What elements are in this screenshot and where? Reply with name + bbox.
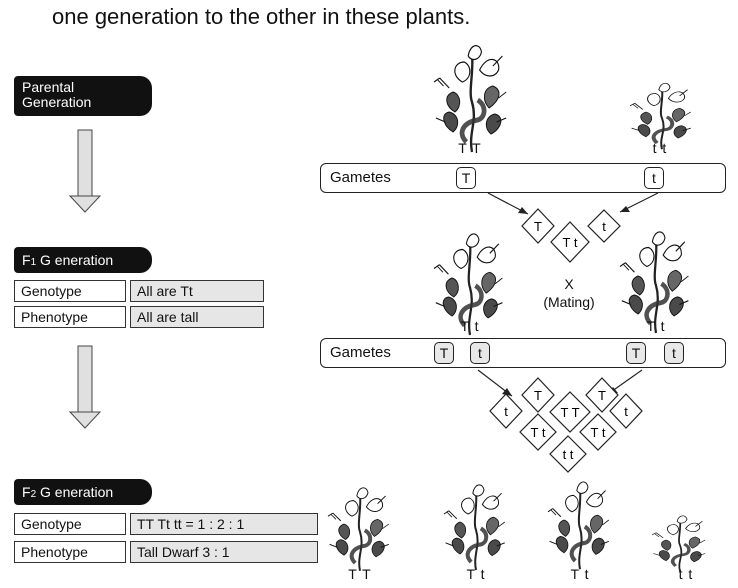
gamete-allele: T: [456, 167, 476, 189]
header-text: one generation to the other in these pla…: [52, 4, 471, 29]
f2-phenotype-key: Phenotype: [14, 541, 126, 563]
parental-label-line2: Generation: [22, 94, 92, 110]
gamete-allele: T: [626, 342, 646, 364]
down-arrow-icon: [68, 129, 102, 213]
f2-label-rest: G eneration: [36, 484, 114, 500]
tall-plant-icon: [444, 485, 505, 570]
f1-left-genotype: T t: [460, 318, 480, 334]
punnett-cell-top-right: [585, 377, 619, 413]
f1-phenotype-value: All are tall: [130, 306, 264, 328]
f1-phenotype-key: Phenotype: [14, 306, 126, 328]
tall-plant-icon: [434, 46, 506, 152]
gamete-allele: t: [644, 167, 664, 189]
tall-plant-icon: [328, 488, 389, 571]
punnett-text-mid-right: t: [624, 404, 628, 419]
offspring-genotype-1: T T: [348, 566, 372, 582]
punnett-text-low-right: T t: [591, 425, 606, 440]
gamete-allele: t: [470, 342, 490, 364]
tall-plant-icon: [548, 482, 609, 569]
punnett-cell-low-right: [579, 413, 617, 451]
f1-generation-label: F1 G eneration: [14, 247, 152, 273]
parent-left-genotype: T T: [458, 140, 482, 156]
f2-generation-label: F2 G eneration: [14, 479, 152, 505]
punnett-cell-mid-left: [489, 393, 523, 429]
offspring-genotype-2: T t: [466, 566, 486, 582]
arrowhead-icon: [518, 207, 528, 214]
punnett-cell-top-left: [521, 377, 555, 413]
gametes-bar-f1: [320, 338, 726, 368]
punnett-text-top-right: T: [598, 388, 606, 403]
offspring-genotype-3: T t: [570, 566, 590, 582]
punnett-text-low-left: T t: [531, 425, 546, 440]
punnett-cell-mid-right: [609, 393, 643, 429]
arrowhead-icon: [620, 206, 630, 212]
union-left-text: T: [534, 219, 542, 234]
f2-phenotype-value: Tall Dwarf 3 : 1: [130, 541, 318, 563]
union-center-text: T t: [563, 235, 578, 250]
offspring-genotype-4: t t: [678, 566, 694, 582]
down-arrow-icon: [68, 345, 102, 429]
cross-symbol: X: [564, 276, 574, 292]
punnett-text-center: T T: [560, 405, 579, 420]
f1-genotype-value: All are Tt: [130, 280, 264, 302]
f2-genotype-key: Genotype: [14, 513, 126, 535]
dwarf-plant-icon: [650, 514, 707, 573]
arrowhead-icon: [502, 388, 512, 396]
f1-right-genotype: T t: [646, 318, 666, 334]
mating-label: (Mating): [543, 294, 595, 310]
union-diamond-left: [521, 208, 555, 244]
punnett-text-mid-left: t: [504, 404, 508, 419]
f1-label-prefix: F: [22, 252, 31, 268]
punnett-text-top-left: T: [534, 388, 542, 403]
punnett-cell-center: [549, 391, 591, 433]
union-diamond-center: [550, 221, 590, 263]
gamete-allele: T: [434, 342, 454, 364]
gamete-allele: t: [664, 342, 684, 364]
f2-label-prefix: F: [22, 484, 31, 500]
punnett-cell-low-left: [519, 413, 557, 451]
parental-label-line1: Parental: [22, 79, 75, 95]
gametes-label: Gametes: [330, 344, 391, 361]
f2-genotype-value: TT Tt tt = 1 : 2 : 1: [130, 513, 318, 535]
parental-generation-label: Parental Generation: [14, 76, 152, 116]
union-diamond-right: [587, 209, 621, 243]
f1-label-subscript: 1: [30, 257, 37, 268]
gametes-label: Gametes: [330, 169, 391, 186]
punnett-cell-bottom: [549, 435, 587, 473]
f1-genotype-key: Genotype: [14, 280, 126, 302]
union-right-text: t: [602, 219, 606, 234]
punnett-text-bottom: t t: [563, 447, 574, 462]
parent-right-genotype: t t: [652, 140, 668, 156]
f2-label-subscript: 2: [30, 489, 37, 500]
f1-label-rest: G eneration: [36, 252, 114, 268]
